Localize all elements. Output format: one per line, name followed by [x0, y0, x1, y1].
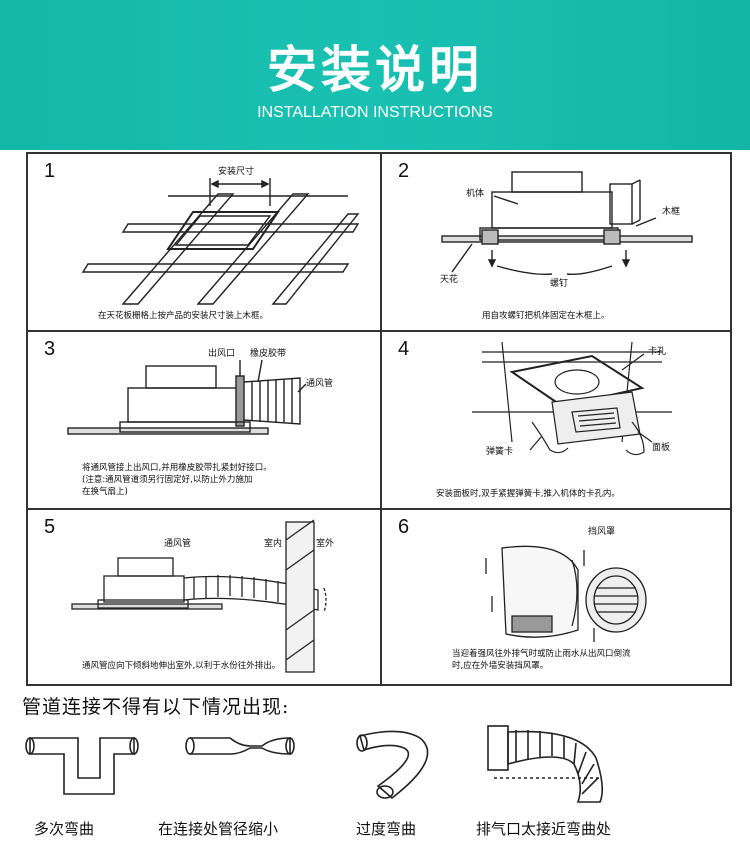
label-duct: 通风管: [164, 539, 192, 549]
step-caption: 用自攻螺钉把机体固定在木框上。: [482, 310, 610, 322]
step-caption: 通风管应向下倾斜地伸出室外,以利于水份往外排出。: [82, 660, 280, 672]
ceiling-grid-illustration: [81, 178, 360, 305]
step-6: 6 挡风罩 当迎着强风往外排气时或防止雨水从出风口倒流 时,应在外墙安装挡风: [382, 510, 734, 686]
label-indoor: 室内: [264, 539, 283, 549]
wind-cover-illustration: [485, 545, 647, 642]
caption-line: 用自攻螺钉把机体固定在木框上。: [482, 311, 610, 321]
page-title: 安装说明: [267, 41, 483, 99]
step-number: 2: [398, 160, 410, 182]
caption-line: 当迎着强风往外排气时或防止雨水从出风口倒流: [452, 649, 631, 659]
step-number: 1: [44, 160, 56, 182]
pipe-cases-illustration: [25, 725, 604, 803]
label-install-size: 安装尺寸: [218, 167, 255, 177]
label-duct: 通风管: [306, 379, 334, 389]
step-caption: 安装面板时,双手紧握弹簧卡,推入机体的卡孔内。: [436, 488, 620, 500]
grid-divider-horizontal: [28, 508, 730, 510]
warning-title: 管道连接不得有以下情况出现:: [22, 696, 290, 718]
label-outdoor: 室外: [316, 539, 335, 549]
step-4: 4 卡孔 弹簧卡 面板: [382, 332, 734, 508]
fan-body-illustration: [441, 171, 693, 276]
grid-divider-horizontal: [28, 330, 730, 332]
step-number: 5: [44, 516, 56, 538]
step-5: 5: [28, 510, 380, 686]
label-wind-cover: 挡风罩: [588, 527, 616, 537]
step-3: 3 出风口 橡皮胶带 通风管 将通风: [28, 332, 380, 508]
step-number: 6: [398, 516, 410, 538]
label-screw: 螺钉: [550, 279, 569, 289]
label-panel: 面板: [652, 443, 671, 453]
step-number: 4: [398, 338, 410, 360]
case-outlet-near-bend: 排气口太接近弯曲处: [476, 820, 612, 838]
label-outlet: 出风口: [208, 349, 236, 359]
step-2: 2 机体 木: [382, 154, 734, 330]
case-excessive-bend: 过度弯曲: [356, 820, 417, 838]
duct-connection-illustration: [67, 359, 307, 435]
caption-line: 在换气扇上): [82, 487, 128, 497]
case-multiple-bends: 多次弯曲: [34, 820, 95, 838]
step-caption: 在天花板栅格上按产品的安装尺寸装上木框。: [98, 310, 268, 322]
page-subtitle: INSTALLATION INSTRUCTIONS: [257, 104, 493, 121]
case-reduced-diameter: 在连接处管径缩小: [158, 820, 279, 838]
label-rubber-tape: 橡皮胶带: [250, 349, 287, 359]
grid-divider-vertical: [380, 154, 382, 684]
caption-line: 通风管应向下倾斜地伸出室外,以利于水份往外排出。: [82, 661, 281, 671]
step-caption: 当迎着强风往外排气时或防止雨水从出风口倒流 时,应在外墙安装挡风罩。: [452, 648, 631, 672]
caption-line: 在天花板栅格上按产品的安装尺寸装上木框。: [98, 311, 269, 321]
label-wood-frame: 木框: [662, 207, 681, 217]
duct-slope-illustration: [71, 519, 327, 673]
step-1: 1 安装尺寸 在天花板栅格上按产品: [28, 154, 380, 330]
caption-line: (注意:通风管道须另行固定好,以防止外力施加: [82, 475, 253, 485]
caption-line: 安装面板时,双手紧握弹簧卡,推入机体的卡孔内。: [436, 489, 620, 499]
step-number: 3: [44, 338, 56, 360]
title-banner: 安装说明 INSTALLATION INSTRUCTIONS: [0, 0, 750, 150]
step-caption: 将通风管接上出风口,并用橡皮胶带扎紧封好接口。 (注意:通风管道须另行固定好,以…: [82, 462, 272, 498]
panel-install-illustration: [472, 341, 672, 456]
label-spring-clip: 弹簧卡: [486, 447, 514, 457]
caption-line: 时,应在外墙安装挡风罩。: [452, 661, 549, 671]
label-slot: 卡孔: [648, 347, 667, 357]
label-body: 机体: [466, 189, 485, 199]
caption-line: 将通风管接上出风口,并用橡皮胶带扎紧封好接口。: [82, 463, 272, 473]
instruction-grid: 1 安装尺寸 在天花板栅格上按产品: [26, 152, 732, 686]
label-ceiling: 天花: [440, 275, 459, 285]
